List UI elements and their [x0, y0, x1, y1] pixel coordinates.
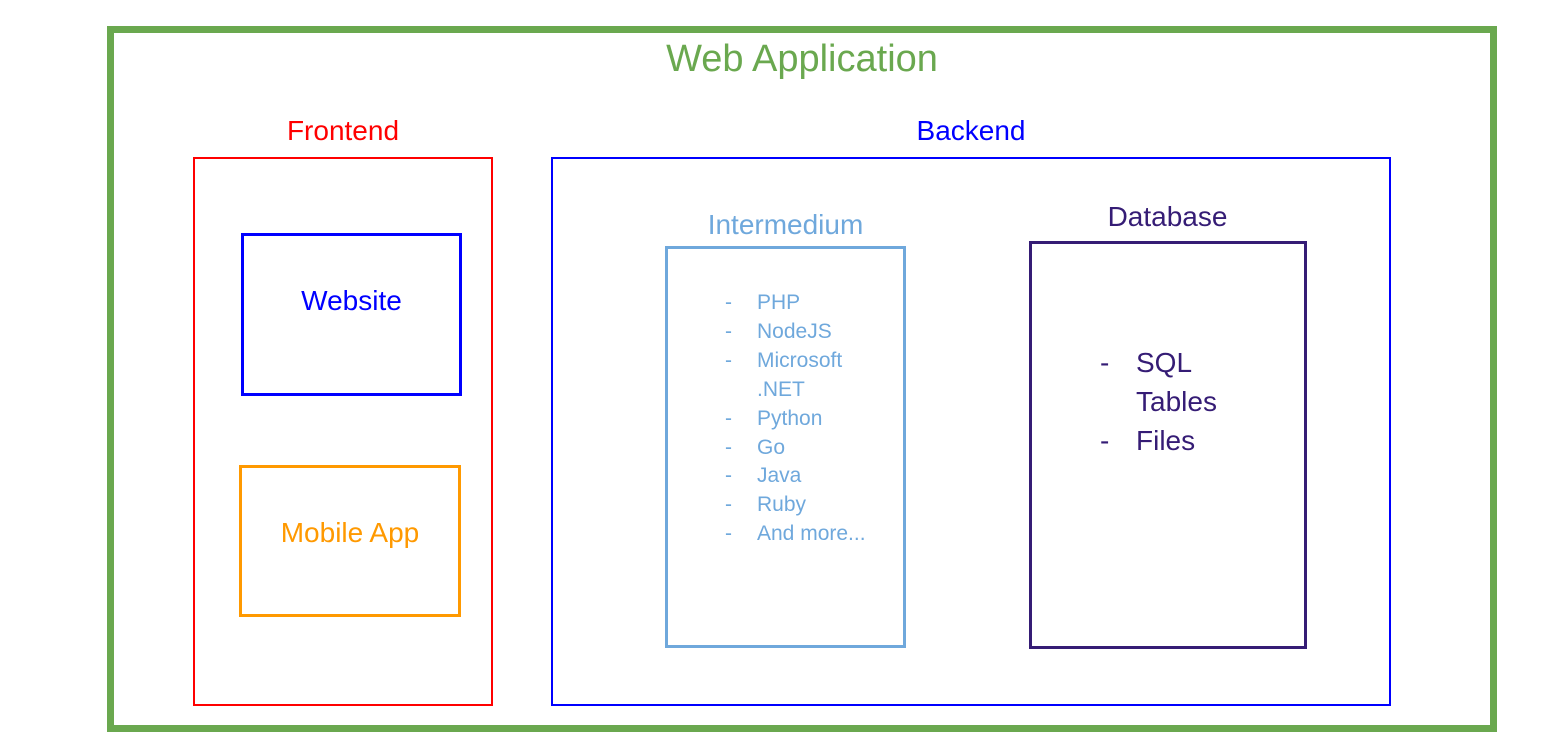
database-title: Database [1107, 201, 1228, 232]
list-item-label: And more... [757, 522, 866, 546]
list-item-label: NodeJS [757, 319, 832, 343]
list-item-label: Go [757, 435, 786, 459]
list-item: -Files [1100, 425, 1196, 456]
list-item: -And more... [725, 522, 866, 546]
list-item-label: SQL Tables [1136, 347, 1217, 417]
mobile-app-label: Mobile App [280, 517, 420, 548]
web-application-container [107, 26, 1497, 732]
list-item-label: Microsoft .NET [757, 348, 843, 401]
list-item: -Go [725, 435, 786, 459]
intermedium-box [665, 246, 906, 648]
website-box [241, 233, 462, 396]
list-item-label: Files [1136, 425, 1196, 456]
list-item-label: Ruby [757, 493, 807, 517]
list-item: -PHP [725, 291, 801, 314]
list-item: -Ruby [725, 493, 807, 517]
backend-container [551, 157, 1391, 706]
website-label: Website [301, 285, 402, 316]
list-item: -Java [725, 464, 802, 488]
list-item-label: Java [757, 464, 802, 488]
list-item: -Microsoft .NET [725, 348, 843, 401]
backend-title: Backend [916, 115, 1026, 146]
list-item-label: Python [757, 406, 823, 430]
intermedium-list: -PHP -NodeJS -Microsoft .NET -Python -Go… [721, 289, 867, 549]
web-application-title: Web Application [666, 38, 938, 80]
list-item: -NodeJS [725, 319, 832, 343]
frontend-container [193, 157, 493, 706]
intermedium-title: Intermedium [707, 209, 864, 240]
database-box [1029, 241, 1307, 649]
list-item: -SQL Tables [1100, 347, 1217, 417]
database-list: -SQL Tables -Files [1098, 343, 1256, 460]
list-item-label: PHP [757, 291, 801, 314]
mobile-app-box [239, 465, 461, 617]
list-item: -Python [725, 406, 823, 430]
frontend-title: Frontend [286, 115, 400, 146]
